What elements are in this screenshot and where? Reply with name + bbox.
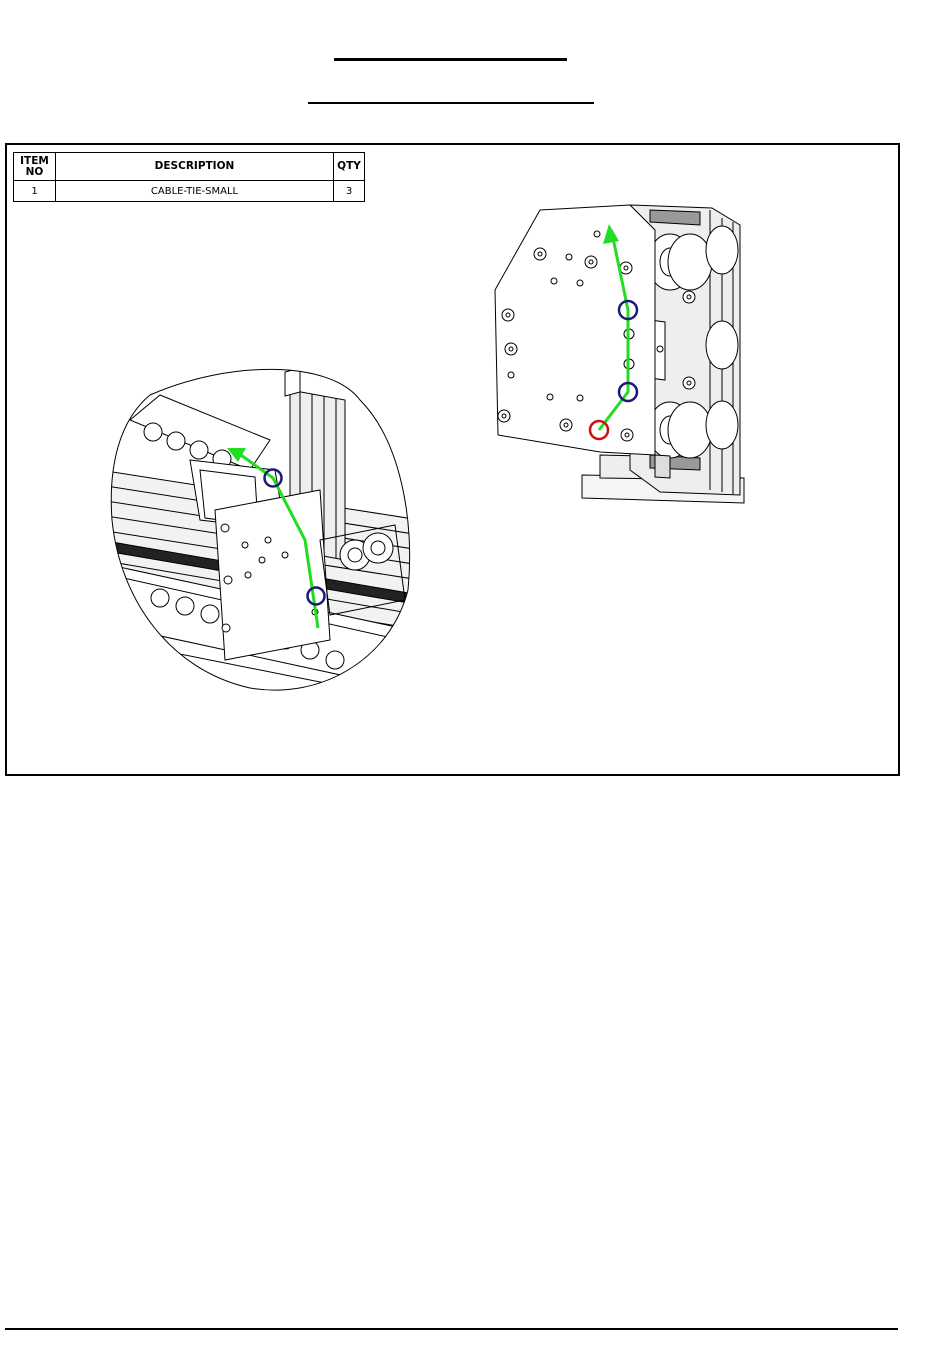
carriage-plate-view <box>495 205 744 503</box>
detail-view-carriage <box>100 368 420 700</box>
footer-rule <box>5 1328 898 1330</box>
